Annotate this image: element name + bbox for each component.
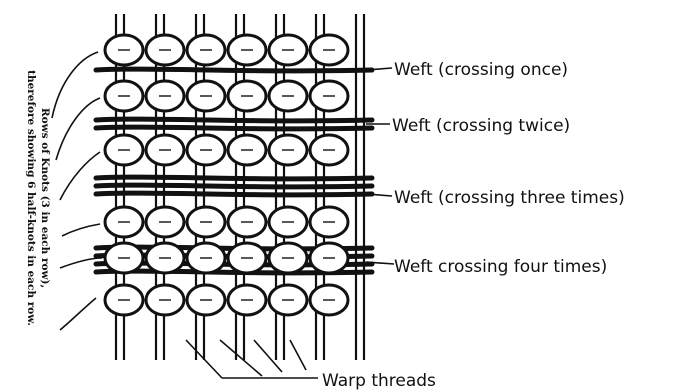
weft-band	[93, 190, 375, 198]
label-weft-four-times: Weft crossing four times)	[394, 257, 607, 277]
side-note-line-2: therefore showing 6 half-knots in each r…	[25, 70, 37, 326]
label-weft-once: Weft (crossing once)	[394, 60, 568, 80]
weft-band	[93, 116, 375, 124]
label-weft-twice: Weft (crossing twice)	[392, 116, 570, 136]
weave-structure	[93, 14, 375, 360]
side-note: Rows of Knots (3 in each row), therefore…	[25, 70, 51, 326]
weft-band	[93, 66, 375, 74]
label-warp-threads: Warp threads	[322, 371, 436, 390]
warp-leaders	[185, 339, 318, 379]
weft-band	[93, 182, 375, 190]
weft-band	[93, 174, 375, 182]
weft-band	[93, 124, 375, 132]
side-note-line-1: Rows of Knots (3 in each row),	[39, 108, 51, 288]
side-note-leaders	[51, 51, 103, 331]
weft-leaders	[365, 67, 395, 265]
label-weft-three-times: Weft (crossing three times)	[394, 188, 625, 208]
